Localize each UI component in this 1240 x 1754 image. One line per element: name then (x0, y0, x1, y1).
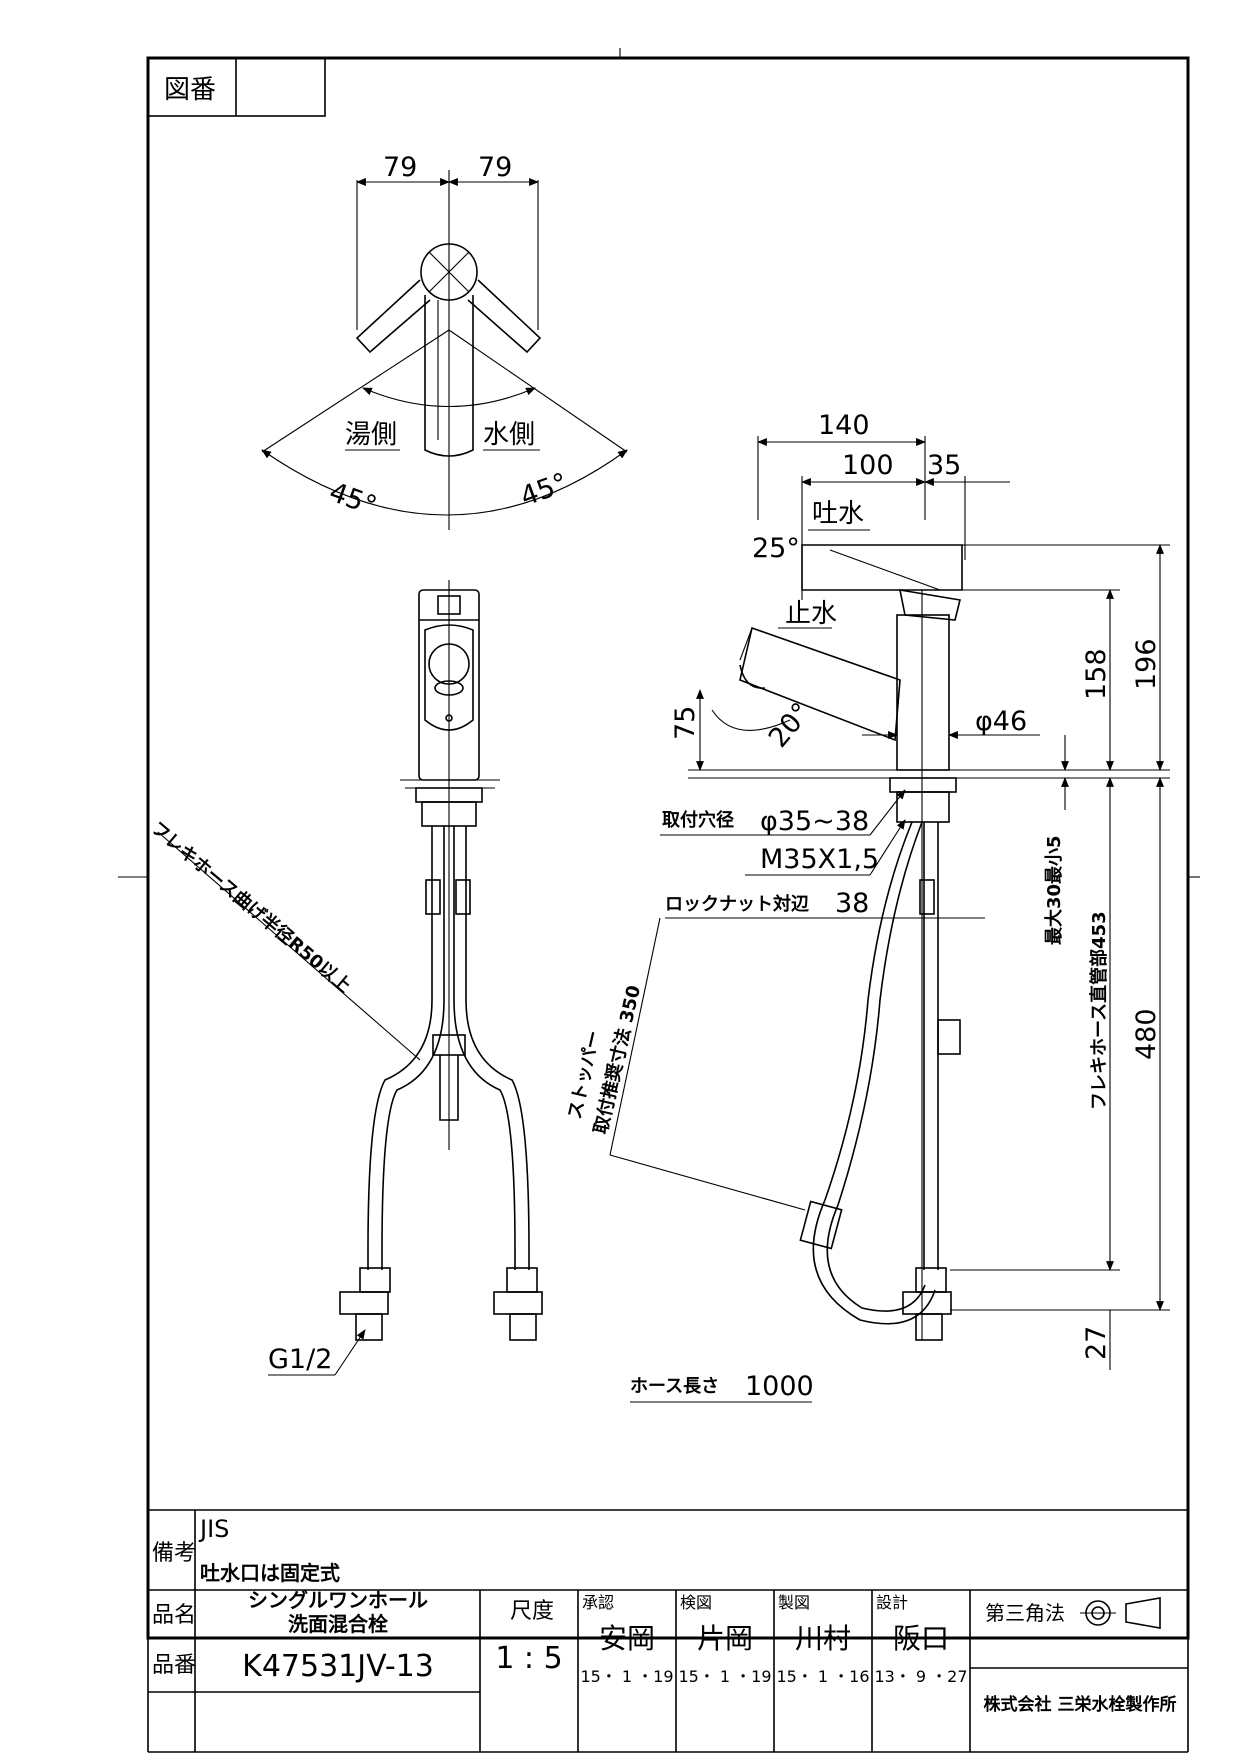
number-label: 品番 (152, 1653, 196, 1678)
lock-nut-side (889, 777, 957, 793)
design-label: 設計 (876, 1593, 908, 1612)
drawing-number-label: 図番 (164, 75, 216, 105)
design-name: 阪口 (893, 1622, 949, 1655)
g-thread-label: G1/2 (268, 1344, 332, 1375)
flex-hose-radius-label: フレキホース曲げ半径R50以上 (147, 817, 356, 997)
drawn-label: 製図 (778, 1593, 810, 1612)
hose-straight-label: フレキホース直管部453 (1088, 911, 1110, 1110)
hose-right-outer (453, 826, 516, 1270)
locknut-label: ロックナット対辺 (665, 893, 809, 915)
side-view: 140 100 35 吐水 25° 止水 75 20° φ46 (564, 410, 1170, 1403)
cold-side-label: 水側 (483, 420, 535, 450)
dim-35: 35 (927, 450, 961, 481)
drawing-frame (146, 56, 1190, 1640)
scale-value: 1 : 5 (495, 1641, 562, 1676)
drawn-date: 15・ 1 ・16 (776, 1667, 869, 1686)
remarks-label: 備考 (152, 1541, 196, 1566)
hose-length-label: ホース長さ (630, 1376, 719, 1397)
handle-circle (420, 243, 478, 301)
stop-label: 止水 (785, 599, 837, 629)
projection-label: 第三角法 (985, 1601, 1065, 1625)
approved-name: 安岡 (599, 1622, 655, 1655)
third-angle-projection-icon (1080, 1597, 1161, 1629)
front-view: G1/2 フレキホース曲げ半径R50以上 (147, 580, 543, 1376)
pullout-spout (739, 626, 901, 742)
pullout-hose (824, 821, 913, 1201)
faucet-body-side (896, 614, 950, 771)
thickness-range: 最大30最小5 (1043, 835, 1065, 945)
product-number: K47531JV-13 (242, 1649, 434, 1684)
design-date: 13・ 9 ・27 (874, 1667, 967, 1686)
checked-label: 検図 (680, 1593, 712, 1612)
angle-20: 20° (763, 697, 818, 754)
dim-79-right: 79 (478, 152, 512, 183)
mount-hole-label: 取付穴径 (662, 809, 734, 831)
scale-label: 尺度 (510, 1599, 554, 1624)
dim-140: 140 (818, 410, 870, 441)
product-name-line1: シングルワンホール (248, 1588, 428, 1612)
lever-cold-position (467, 279, 542, 354)
checked-date: 15・ 1 ・19 (678, 1667, 771, 1686)
remarks-line2: 吐水口は固定式 (200, 1561, 340, 1585)
thread-spec: M35X1,5 (760, 844, 879, 875)
dim-480: 480 (1131, 1008, 1162, 1060)
dia-46: φ46 (975, 706, 1027, 737)
hose-left-outer (367, 826, 433, 1270)
angle-45-right: 45° (516, 467, 572, 512)
checked-name: 片岡 (697, 1622, 753, 1655)
stopper-clip (937, 1019, 961, 1055)
title-block: 備考 JIS 吐水口は固定式 品名 シングルワンホール 洗面混合栓 品番 K47… (147, 1509, 1189, 1753)
mount-hole-value: φ35~38 (760, 806, 869, 837)
lever-side (801, 544, 963, 591)
lever-hot-position (355, 279, 431, 354)
remarks-line1: JIS (198, 1515, 229, 1543)
locknut-value: 38 (835, 888, 869, 919)
name-label: 品名 (152, 1603, 196, 1628)
angle-25: 25° (752, 533, 800, 564)
company-name: 株式会社 三栄水栓製作所 (984, 1694, 1177, 1715)
hose-length-value: 1000 (745, 1371, 814, 1402)
dim-27: 27 (1081, 1326, 1112, 1360)
hot-side-label: 湯側 (345, 420, 397, 450)
handle-front (424, 624, 474, 731)
dim-158: 158 (1081, 648, 1112, 700)
approved-label: 承認 (582, 1593, 614, 1612)
dim-75: 75 (670, 706, 701, 740)
dim-196: 196 (1131, 638, 1162, 690)
dim-100: 100 (842, 450, 894, 481)
approved-date: 15・ 1 ・19 (580, 1667, 673, 1686)
product-name-line2: 洗面混合栓 (288, 1612, 388, 1636)
dim-79-left: 79 (383, 152, 417, 183)
angle-45-left: 45° (325, 477, 381, 522)
top-view: 79 79 湯側 水側 45° 45° (261, 152, 628, 530)
spout-label: 吐水 (812, 499, 864, 529)
drawn-name: 川村 (795, 1622, 851, 1655)
